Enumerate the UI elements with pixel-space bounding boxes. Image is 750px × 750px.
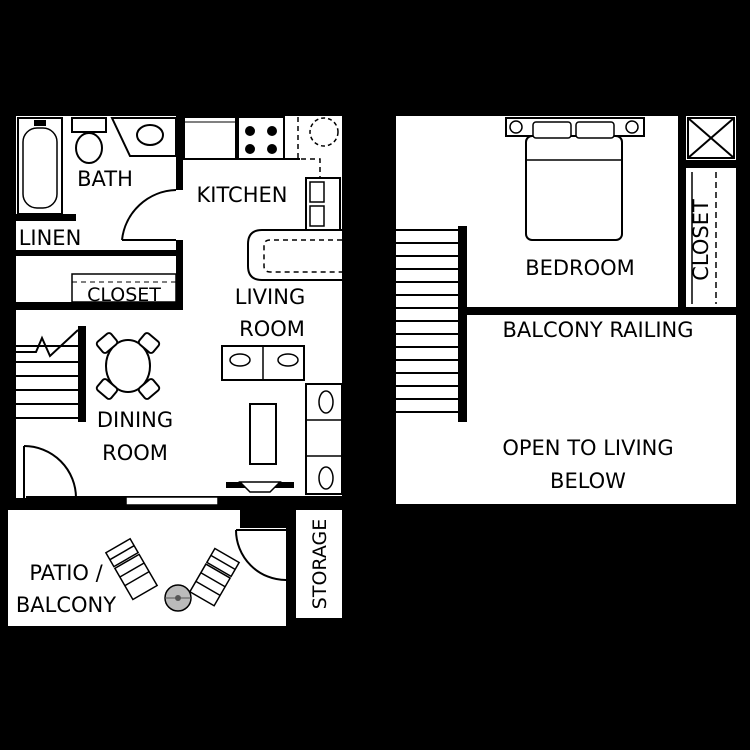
closet-shelf	[71, 273, 177, 303]
label-balcony-railing: BALCONY RAILING	[502, 318, 693, 342]
label-storage: STORAGE	[309, 519, 331, 609]
sliding-door	[125, 496, 219, 506]
lower-level	[8, 116, 343, 626]
fridge-icon	[309, 117, 339, 147]
toilet-icon	[71, 117, 107, 164]
bath-door-swing	[121, 189, 177, 241]
stairs-lower	[16, 326, 86, 422]
stove-icon	[237, 116, 285, 160]
label-open-1: OPEN TO LIVING	[502, 436, 673, 460]
label-dining-2: ROOM	[102, 441, 168, 465]
label-bedroom: BEDROOM	[525, 256, 635, 280]
loveseat-icon	[221, 345, 305, 381]
coffee-table-icon	[249, 403, 277, 465]
label-dining-1: DINING	[97, 408, 173, 432]
label-bath: BATH	[77, 167, 133, 191]
stairs-upper	[396, 226, 467, 422]
tv-icon	[226, 481, 294, 493]
label-closet-upper: CLOSET	[689, 199, 713, 281]
bathtub-icon	[17, 117, 63, 215]
label-linen: LINEN	[19, 226, 82, 250]
label-kitchen: KITCHEN	[197, 183, 288, 207]
railing-wall	[466, 307, 736, 315]
bath-sink-icon	[110, 117, 177, 157]
dining-table-icon	[95, 332, 161, 400]
label-patio-2: BALCONY	[16, 593, 116, 617]
patio-chair-icon	[104, 537, 159, 601]
storage-door-swing	[235, 529, 287, 581]
label-closet-lower: CLOSET	[87, 284, 161, 306]
patio-chair-icon	[188, 547, 241, 607]
kitchen-counter	[183, 116, 342, 281]
patio-table-icon	[164, 584, 192, 612]
label-living-1: LIVING	[235, 285, 305, 309]
room-labels: BATH KITCHEN LINEN CLOSET LIVING ROOM DI…	[16, 167, 713, 617]
sofa-icon	[305, 383, 343, 495]
label-open-2: BELOW	[550, 469, 626, 493]
storage-floor	[296, 510, 342, 618]
label-living-2: ROOM	[239, 317, 305, 341]
entry-door-swing	[23, 445, 77, 499]
label-patio-1: PATIO /	[29, 561, 103, 585]
upper-level	[396, 116, 736, 504]
chase-icon	[687, 117, 735, 159]
bed-icon	[505, 117, 645, 241]
